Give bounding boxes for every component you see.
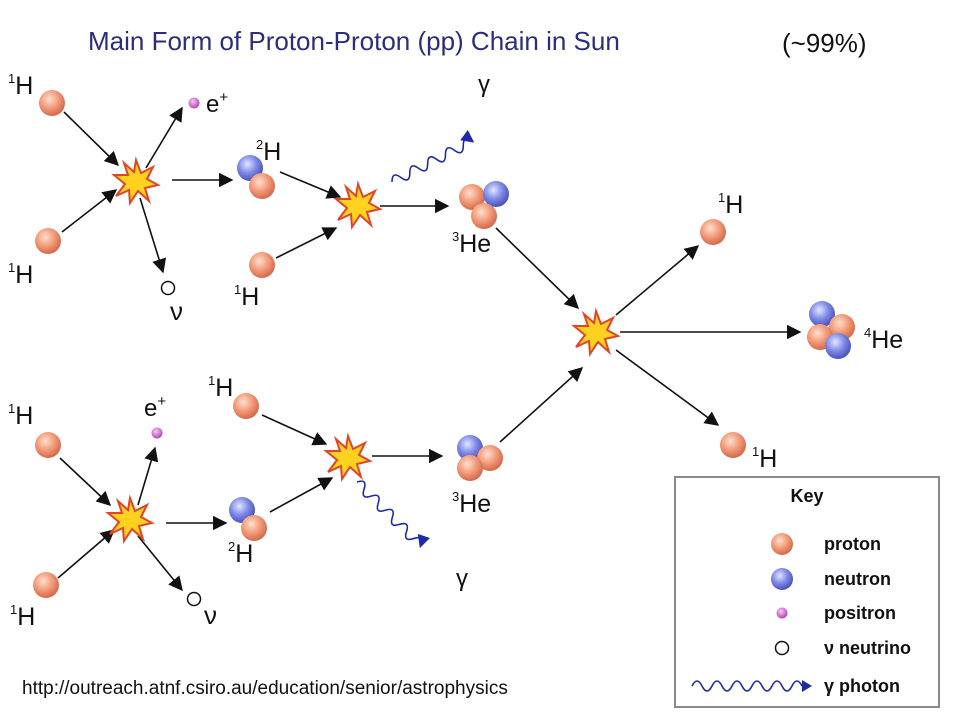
proton [233, 393, 259, 419]
proton [249, 252, 275, 278]
positron [188, 97, 200, 109]
reaction-flash [323, 432, 373, 482]
reaction-arrows [57, 106, 802, 592]
key-item-label: positron [824, 603, 896, 623]
gamma-photon-top [391, 129, 475, 183]
reaction-flash [571, 307, 621, 357]
fraction-label: (~99%) [782, 28, 867, 58]
key-item-neutrino: ν neutrino [676, 634, 938, 664]
reaction-flash [105, 494, 155, 544]
neutrino [160, 280, 176, 296]
label-helium-3: 3He [452, 489, 491, 518]
reaction-flash [333, 180, 383, 230]
photon-icon [691, 680, 812, 692]
label-hydrogen-1: 1H [8, 260, 33, 289]
label-positron: e+ [206, 89, 228, 118]
deuterium-nucleus [229, 497, 267, 541]
label-neutrino: ν [170, 296, 183, 326]
reaction-flash [111, 156, 161, 206]
label-deuterium: 2H [256, 137, 281, 166]
label-hydrogen-1: 1H [10, 602, 35, 631]
label-gamma: γ [456, 565, 468, 592]
proton [35, 228, 61, 254]
label-hydrogen-1: 1H [8, 71, 33, 100]
neutrino-icon [774, 640, 790, 656]
proton [700, 219, 726, 245]
key-item-neutron: neutron [676, 565, 938, 595]
key-item-positron: positron [676, 599, 938, 629]
key-legend: Key proton neutron positron ν neutrino γ… [674, 476, 940, 708]
neutron-icon [771, 568, 793, 590]
helium3-nucleus [457, 435, 503, 481]
label-helium-4: 4He [864, 325, 903, 354]
label-positron: e+ [144, 393, 166, 422]
label-gamma: γ [478, 71, 490, 98]
positron-icon [776, 607, 788, 619]
label-hydrogen-1: 1H [208, 373, 233, 402]
key-item-photon: γ photon [676, 672, 938, 702]
key-title: Key [790, 486, 824, 506]
label-deuterium: 2H [228, 539, 253, 568]
key-item-label: proton [824, 534, 881, 554]
diagram-title: Main Form of Proton-Proton (pp) Chain in… [88, 26, 620, 56]
key-item-label: neutron [824, 569, 891, 589]
proton [720, 432, 746, 458]
neutrino [186, 591, 202, 607]
key-item-label: γ photon [824, 676, 900, 696]
helium4-nucleus [807, 301, 855, 359]
proton [39, 90, 65, 116]
label-helium-3: 3He [452, 229, 491, 258]
key-item-proton: proton [676, 530, 938, 560]
label-hydrogen-1: 1H [8, 401, 33, 430]
proton-icon [771, 533, 793, 555]
label-neutrino: ν [204, 600, 217, 630]
positron [151, 427, 163, 439]
helium3-nucleus [459, 181, 509, 229]
proton [35, 432, 61, 458]
label-hydrogen-1: 1H [234, 282, 259, 311]
key-item-label: ν neutrino [824, 638, 912, 658]
label-hydrogen-1: 1H [752, 444, 777, 473]
deuterium-nucleus [237, 155, 275, 199]
label-hydrogen-1: 1H [718, 190, 743, 219]
source-url: http://outreach.atnf.csiro.au/education/… [22, 678, 508, 699]
proton [33, 572, 59, 598]
gamma-photon-bottom [356, 480, 430, 549]
